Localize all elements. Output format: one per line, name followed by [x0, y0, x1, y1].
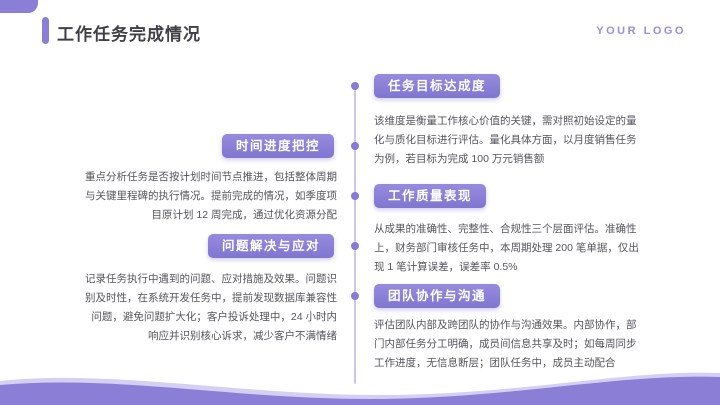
- timeline-label-pill: 工作质量表现: [374, 184, 487, 208]
- slide-title: 工作任务完成情况: [57, 25, 201, 44]
- title-accent-bar: [42, 17, 49, 44]
- timeline-dot: [351, 192, 359, 200]
- timeline-line: [354, 82, 356, 384]
- timeline-body-text: 评估团队内部及跨团队的协作与沟通效果。内部协作，部门内部任务分工明确，成员间信息…: [374, 319, 637, 369]
- timeline-label-pill: 时间进度把控: [221, 134, 334, 158]
- timeline-label-pill: 任务目标达成度: [374, 74, 501, 98]
- timeline-body-text: 从成果的准确性、完整性、合规性三个层面评估。准确性上，财务部门审核任务中，本周期…: [374, 223, 639, 273]
- timeline-label-pill: 团队协作与沟通: [374, 284, 501, 308]
- timeline-dot: [351, 142, 359, 150]
- timeline-body-text: 该维度是衡量工作核心价值的关键，需对照初始设定的量化与质化目标进行评估。量化具体…: [374, 115, 637, 165]
- timeline-label-pill: 问题解决与应对: [207, 234, 334, 258]
- timeline-body-text: 重点分析任务是否按计划时间节点推进，包括整体周期与关键里程碑的执行情况。提前完成…: [85, 171, 337, 221]
- corner-accent-shape: [0, 0, 38, 13]
- timeline-dot: [351, 82, 359, 90]
- bottom-wave-decoration: [0, 372, 720, 405]
- timeline-dot: [351, 292, 359, 300]
- timeline-body-text: 记录任务执行中遇到的问题、应对措施及效果。问题识别及时性，在系统开发任务中，提前…: [85, 273, 337, 342]
- brand-logo: YOUR LOGO: [596, 25, 686, 37]
- timeline-dot: [351, 242, 359, 250]
